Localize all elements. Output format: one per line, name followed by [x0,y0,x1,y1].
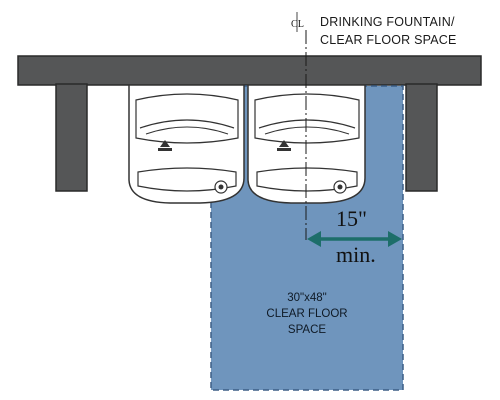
fountain-basin-curve [258,119,356,129]
dimension-value: 15" [336,206,367,231]
clear-floor-space-label-line-3: SPACE [288,324,326,336]
fountain-basin-rim [254,93,360,144]
wall [17,55,482,192]
dimension-arrow [307,231,402,247]
dimension-qualifier: min. [336,242,376,267]
clear-floor-space-size: 30"x48" [287,292,327,304]
push-button-center-icon [337,184,343,190]
fountain-logo-icon [158,140,172,151]
clear-floor-space-label-line-2: CLEAR FLOOR [266,308,347,320]
fountain-basin-curve [139,119,235,129]
push-button-center-icon [218,184,224,190]
wall-leg-right [405,83,438,192]
arrowhead-right-icon [388,231,402,247]
callout-line-2: CLEAR FLOOR SPACE [320,33,457,47]
fountain-logo-icon [277,140,291,151]
fountain-basin-rim [135,93,239,144]
centerline-symbol-icon: CL [291,12,304,32]
fountain-basin-curve-inner [145,126,229,135]
drinking-fountain-left [128,84,245,204]
callout-line-1: DRINKING FOUNTAIN/ [320,15,455,29]
arrowhead-left-icon [307,231,321,247]
wall-leg-left [55,83,88,192]
centerline-symbol-text: CL [291,19,304,30]
fountain-lower-panel [256,167,358,192]
fountain-lower-panel [137,167,237,192]
wall-beam [17,55,482,86]
fountain-basin-curve-inner [264,126,350,135]
